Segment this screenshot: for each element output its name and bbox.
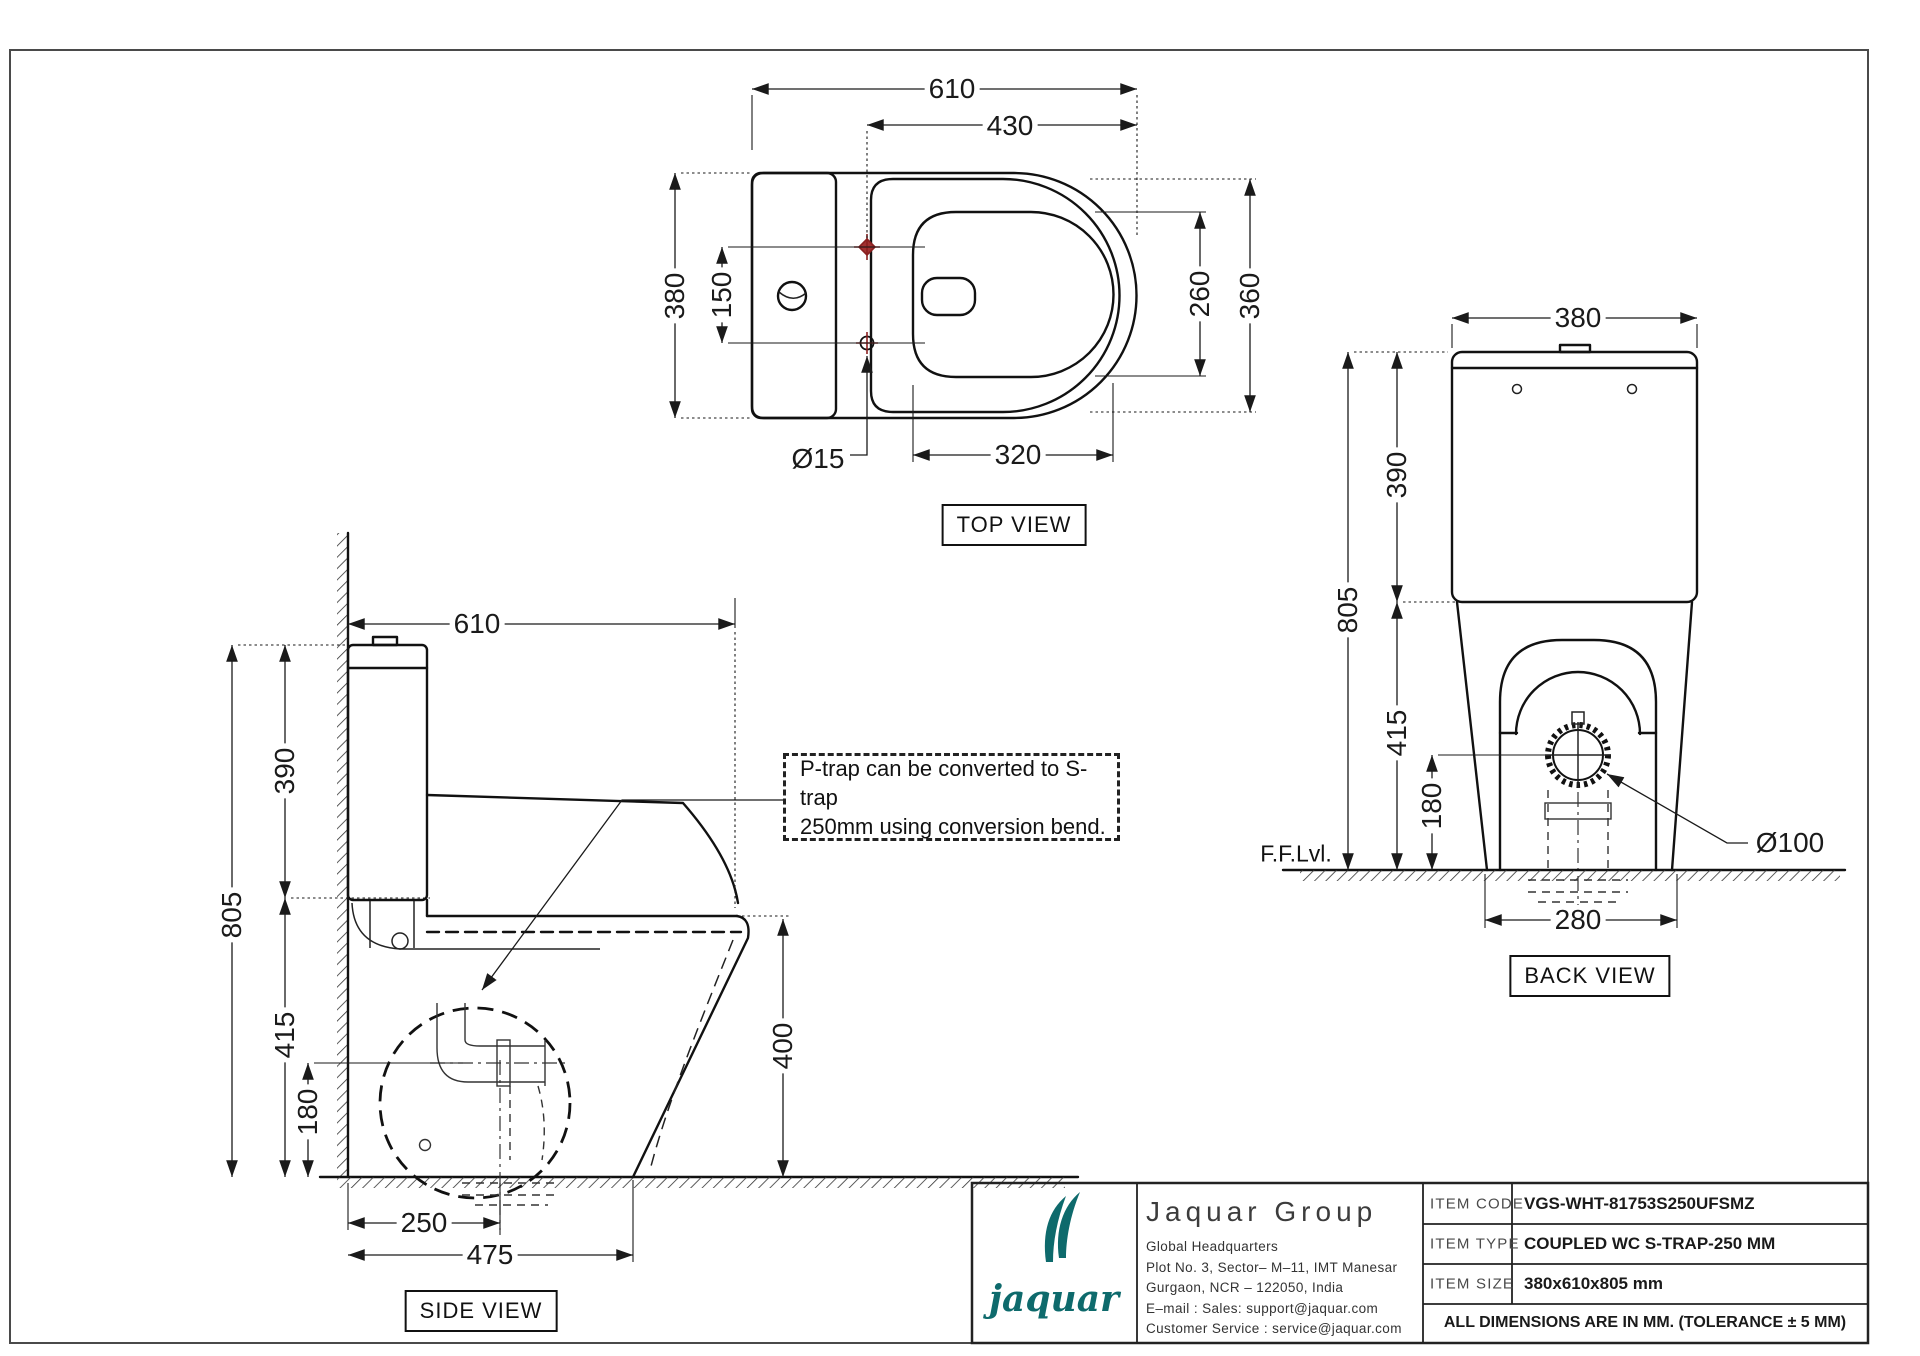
dim-back-tank-width: 380 (1550, 303, 1606, 333)
item-code-label: ITEM CODE (1430, 1195, 1525, 1213)
dim-top-seat-outer-width: 360 (1234, 268, 1265, 324)
ptrap-note: P-trap can be converted to S-trap 250mm … (783, 753, 1120, 841)
address-line: Plot No. 3, Sector– M–11, IMT Manesar (1146, 1259, 1398, 1275)
dim-top-bowl-opening: 320 (990, 440, 1046, 470)
address-line: Gurgaon, NCR – 122050, India (1146, 1280, 1344, 1295)
dim-back-outlet-dia: Ø100 (1751, 828, 1829, 858)
company-name: Jaquar Group (1146, 1196, 1378, 1227)
top-view-label: TOP VIEW (941, 504, 1087, 546)
item-size-label: ITEM SIZE (1430, 1275, 1515, 1293)
dim-top-hinge-hole-dia: Ø15 (787, 444, 849, 474)
dim-side-overall-height: 805 (216, 887, 247, 943)
ptrap-note-line2: 250mm using conversion bend. (800, 813, 1106, 839)
dim-side-trap-distance: 250 (396, 1208, 452, 1238)
address-line: Customer Service : service@jaquar.com (1146, 1321, 1402, 1336)
side-view-label: SIDE VIEW (404, 1290, 558, 1332)
dim-top-hinge-spacing: 150 (706, 267, 737, 323)
dim-top-overall-length: 610 (924, 74, 980, 104)
company-address: Global Headquarters Plot No. 3, Sector– … (1146, 1237, 1402, 1340)
dim-top-overall-width: 380 (659, 268, 690, 324)
ptrap-note-line1: P-trap can be converted to S-trap (800, 755, 1088, 810)
dim-side-overall-length: 610 (449, 609, 505, 639)
item-type-label: ITEM TYPE (1430, 1235, 1520, 1253)
dim-side-trap-height: 180 (292, 1084, 323, 1140)
item-code-value: VGS-WHT-81753S250UFSMZ (1524, 1194, 1755, 1213)
dim-side-rim-height: 415 (269, 1007, 300, 1063)
dim-top-seat-inner-width: 260 (1184, 266, 1215, 322)
top-view-drawing (669, 83, 1256, 462)
dim-back-trap-height: 180 (1416, 778, 1447, 834)
dim-side-tank-height: 390 (269, 743, 300, 799)
title-block-grid (970, 1181, 1870, 1345)
dim-top-hinge-offset: 430 (982, 111, 1038, 141)
address-line: Global Headquarters (1146, 1239, 1279, 1254)
side-view-drawing (226, 531, 1080, 1262)
dim-side-bowl-front-height: 400 (767, 1018, 798, 1074)
address-line: E–mail : Sales: support@jaquar.com (1146, 1300, 1379, 1316)
hinge-hole-markers (854, 234, 880, 354)
back-view-label: BACK VIEW (1509, 955, 1671, 997)
item-size-value: 380x610x805 mm (1524, 1274, 1663, 1293)
dim-back-overall-height: 805 (1332, 582, 1363, 638)
dim-back-rim-height: 415 (1381, 705, 1412, 761)
sheet-border (9, 49, 1869, 1344)
dim-back-tank-height: 390 (1381, 447, 1412, 503)
item-type-value: COUPLED WC S-TRAP-250 MM (1524, 1234, 1776, 1253)
dim-back-base-width: 280 (1550, 905, 1606, 935)
dim-side-base-length: 475 (462, 1240, 518, 1270)
floor-level-label: F.F.Lvl. (1257, 841, 1335, 867)
jaquar-logo-icon (1044, 1192, 1080, 1262)
tolerance-note: ALL DIMENSIONS ARE IN MM. (TOLERANCE ± 5… (1443, 1314, 1847, 1331)
jaquar-logo-wordmark: jaquar (989, 1278, 1119, 1320)
